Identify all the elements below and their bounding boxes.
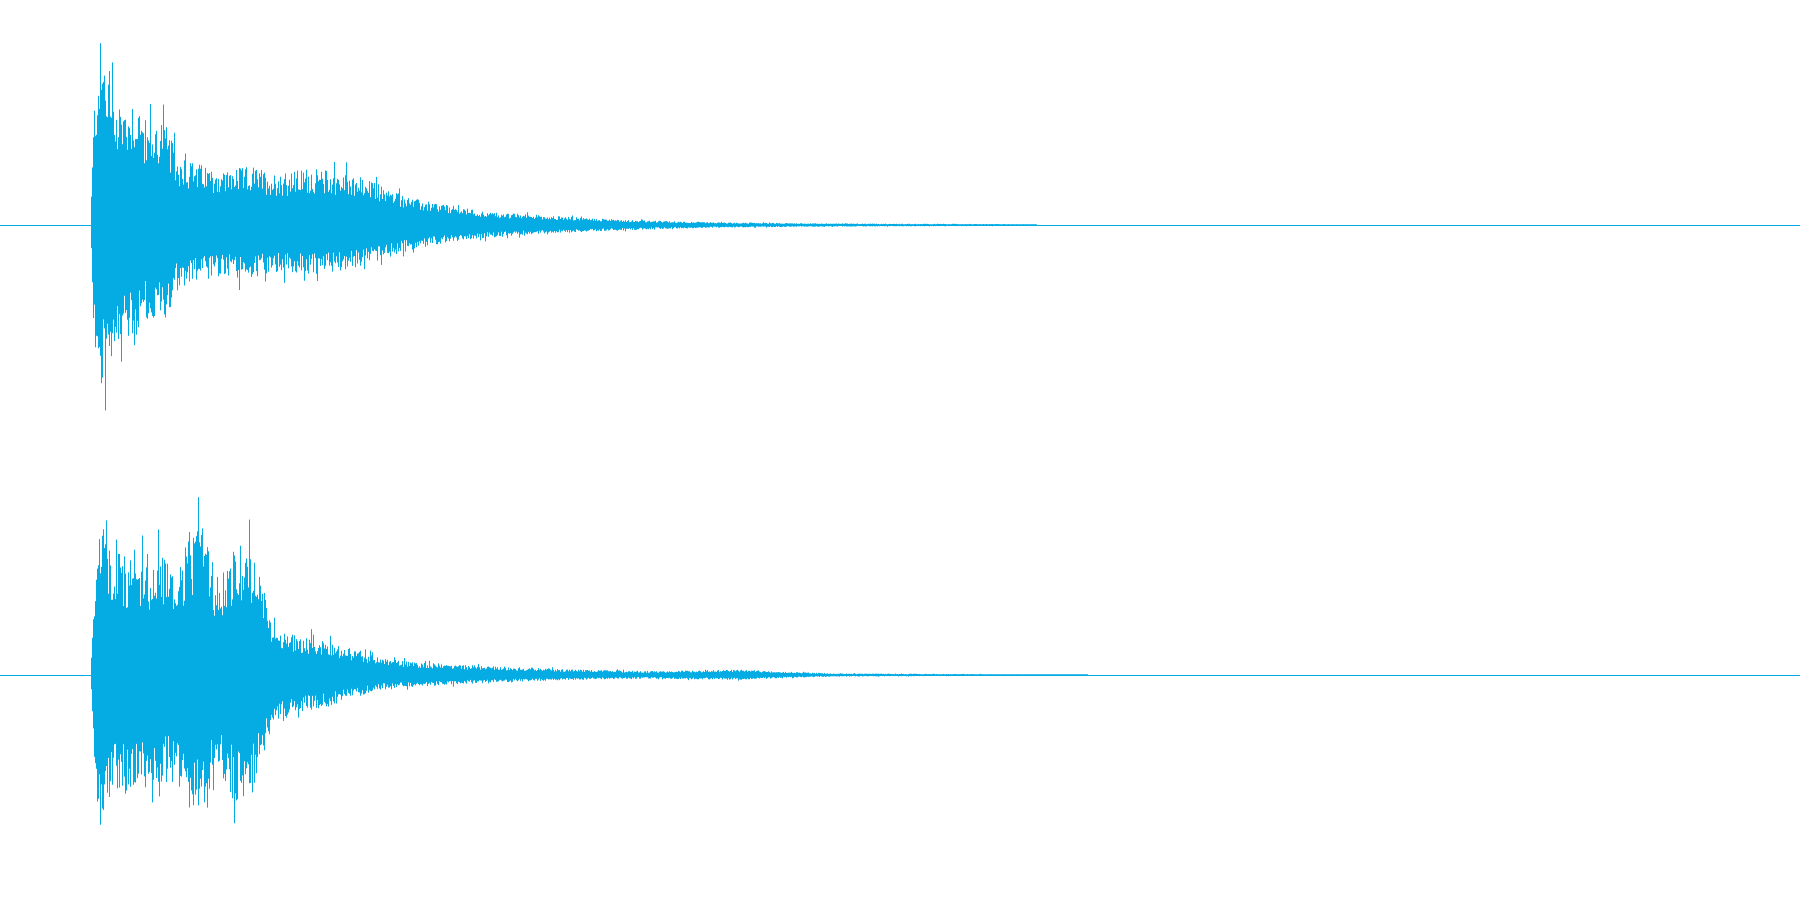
channel-1-samples: [91, 43, 1037, 411]
channel-2-waveform: [0, 497, 1800, 825]
channel-2-samples: [91, 497, 1088, 825]
channel-1-waveform: [0, 43, 1800, 411]
